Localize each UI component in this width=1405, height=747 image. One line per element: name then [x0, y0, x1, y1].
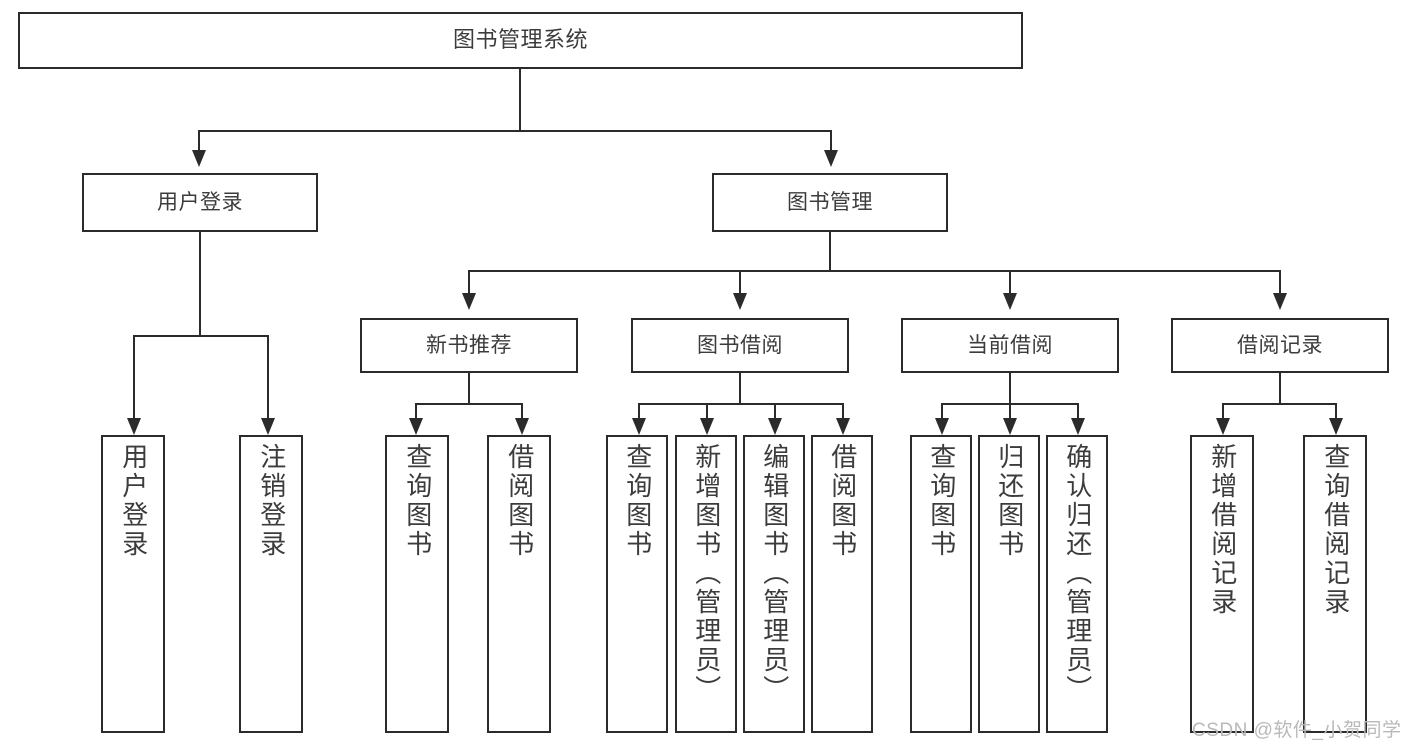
- leaf-query-book-new-recommend[interactable]: 查询图书: [385, 435, 449, 733]
- node-label: 用户登录: [118, 443, 149, 559]
- arrow-cb-to-leaf-2: [1003, 418, 1017, 435]
- node-label: 借阅记录: [1237, 333, 1323, 357]
- node-user-login[interactable]: 用户登录: [82, 173, 318, 232]
- connector-bb-to-leaf-1: [638, 403, 640, 420]
- arrow-bb-to-leaf-2: [700, 418, 714, 435]
- connector-bb-to-leaf-3: [774, 403, 776, 420]
- arrow-root-to-book-management: [824, 150, 838, 167]
- node-label: 新书推荐: [426, 333, 512, 357]
- connector-bb-to-leaf-4: [842, 403, 844, 420]
- node-label: 当前借阅: [967, 333, 1053, 357]
- connector-br-to-leaf-2: [1335, 403, 1337, 420]
- connector-user-login-to-leaf-1: [133, 335, 135, 420]
- node-label: 图书管理: [787, 190, 873, 214]
- node-label: 归还图书: [994, 443, 1025, 559]
- arrow-root-to-user-login: [192, 150, 206, 167]
- connector-current-borrow-stem: [1009, 373, 1011, 405]
- node-book-management[interactable]: 图书管理: [712, 173, 948, 232]
- leaf-logout-login[interactable]: 注销登录: [239, 435, 303, 733]
- connector-nb-to-leaf-2: [521, 403, 523, 420]
- node-label: 图书借阅: [697, 333, 783, 357]
- leaf-query-book-borrow[interactable]: 查询图书: [606, 435, 668, 733]
- connector-root-to-book-management: [830, 130, 832, 152]
- node-book-borrow[interactable]: 图书借阅: [631, 318, 849, 373]
- arrow-bm-to-current-borrow: [1003, 293, 1017, 310]
- node-label: 注销登录: [256, 443, 287, 559]
- leaf-query-book-current[interactable]: 查询图书: [910, 435, 972, 733]
- leaf-user-login[interactable]: 用户登录: [101, 435, 165, 733]
- connector-root-bus: [198, 130, 832, 132]
- connector-root-to-user-login: [198, 130, 200, 152]
- connector-bm-to-new-book: [468, 270, 470, 295]
- connector-br-to-leaf-1: [1222, 403, 1224, 420]
- connector-book-borrow-bus: [638, 403, 843, 405]
- connector-cb-to-leaf-3: [1077, 403, 1079, 420]
- arrow-br-to-leaf-1: [1216, 418, 1230, 435]
- leaf-return-book[interactable]: 归还图书: [978, 435, 1040, 733]
- node-new-book-recommend[interactable]: 新书推荐: [360, 318, 578, 373]
- node-label: 查询图书: [402, 443, 433, 559]
- connector-book-management-bus: [468, 270, 1280, 272]
- node-label: 编辑图书（管理员）: [759, 443, 790, 704]
- node-label: 图书管理系统: [452, 27, 588, 53]
- connector-cb-to-leaf-2: [1009, 403, 1011, 420]
- arrow-cb-to-leaf-3: [1071, 418, 1085, 435]
- connector-root-stem: [519, 69, 521, 131]
- connector-book-management-stem: [829, 232, 831, 272]
- connector-new-book-bus: [415, 403, 522, 405]
- node-label: 查询图书: [926, 443, 957, 559]
- connector-user-login-stem: [199, 232, 201, 336]
- connector-user-login-to-leaf-2: [267, 335, 269, 420]
- arrow-bb-to-leaf-4: [836, 418, 850, 435]
- leaf-confirm-return-admin[interactable]: 确认归还（管理员）: [1046, 435, 1108, 733]
- node-label: 新增借阅记录: [1207, 443, 1238, 617]
- node-label: 借阅图书: [504, 443, 535, 559]
- connector-nb-to-leaf-1: [415, 403, 417, 420]
- arrow-br-to-leaf-2: [1329, 418, 1343, 435]
- arrow-nb-to-leaf-1: [409, 418, 423, 435]
- node-label: 查询图书: [622, 443, 653, 559]
- arrow-user-login-to-leaf-1: [127, 418, 141, 435]
- node-label: 新增图书（管理员）: [691, 443, 722, 704]
- leaf-add-book-admin[interactable]: 新增图书（管理员）: [675, 435, 737, 733]
- leaf-borrow-book-new-recommend[interactable]: 借阅图书: [487, 435, 551, 733]
- connector-cb-to-leaf-1: [941, 403, 943, 420]
- arrow-user-login-to-leaf-2: [261, 418, 275, 435]
- arrow-bb-to-leaf-1: [632, 418, 646, 435]
- connector-bm-to-book-borrow: [739, 270, 741, 295]
- csdn-watermark: CSDN @软件_小贺同学: [1192, 720, 1402, 741]
- leaf-query-borrow-record[interactable]: 查询借阅记录: [1303, 435, 1367, 733]
- connector-borrow-record-bus: [1222, 403, 1337, 405]
- node-label: 确认归还（管理员）: [1062, 443, 1093, 704]
- leaf-edit-book-admin[interactable]: 编辑图书（管理员）: [743, 435, 805, 733]
- connector-bm-to-current-borrow: [1009, 270, 1011, 295]
- leaf-borrow-book-borrow[interactable]: 借阅图书: [811, 435, 873, 733]
- arrow-bm-to-borrow-record: [1273, 293, 1287, 310]
- arrow-bm-to-book-borrow: [733, 293, 747, 310]
- node-root-book-management-system[interactable]: 图书管理系统: [18, 12, 1023, 69]
- connector-book-borrow-stem: [739, 373, 741, 405]
- node-label: 查询借阅记录: [1320, 443, 1351, 617]
- arrow-nb-to-leaf-2: [515, 418, 529, 435]
- arrow-bm-to-new-book: [462, 293, 476, 310]
- connector-new-book-stem: [468, 373, 470, 405]
- node-borrow-record[interactable]: 借阅记录: [1171, 318, 1389, 373]
- node-label: 用户登录: [157, 190, 243, 214]
- connector-bb-to-leaf-2: [706, 403, 708, 420]
- connector-bm-to-borrow-record: [1279, 270, 1281, 295]
- node-current-borrow[interactable]: 当前借阅: [901, 318, 1119, 373]
- connector-borrow-record-stem: [1279, 373, 1281, 405]
- arrow-bb-to-leaf-3: [768, 418, 782, 435]
- node-label: 借阅图书: [827, 443, 858, 559]
- leaf-add-borrow-record[interactable]: 新增借阅记录: [1190, 435, 1254, 733]
- arrow-cb-to-leaf-1: [935, 418, 949, 435]
- connector-user-login-bus: [133, 335, 267, 337]
